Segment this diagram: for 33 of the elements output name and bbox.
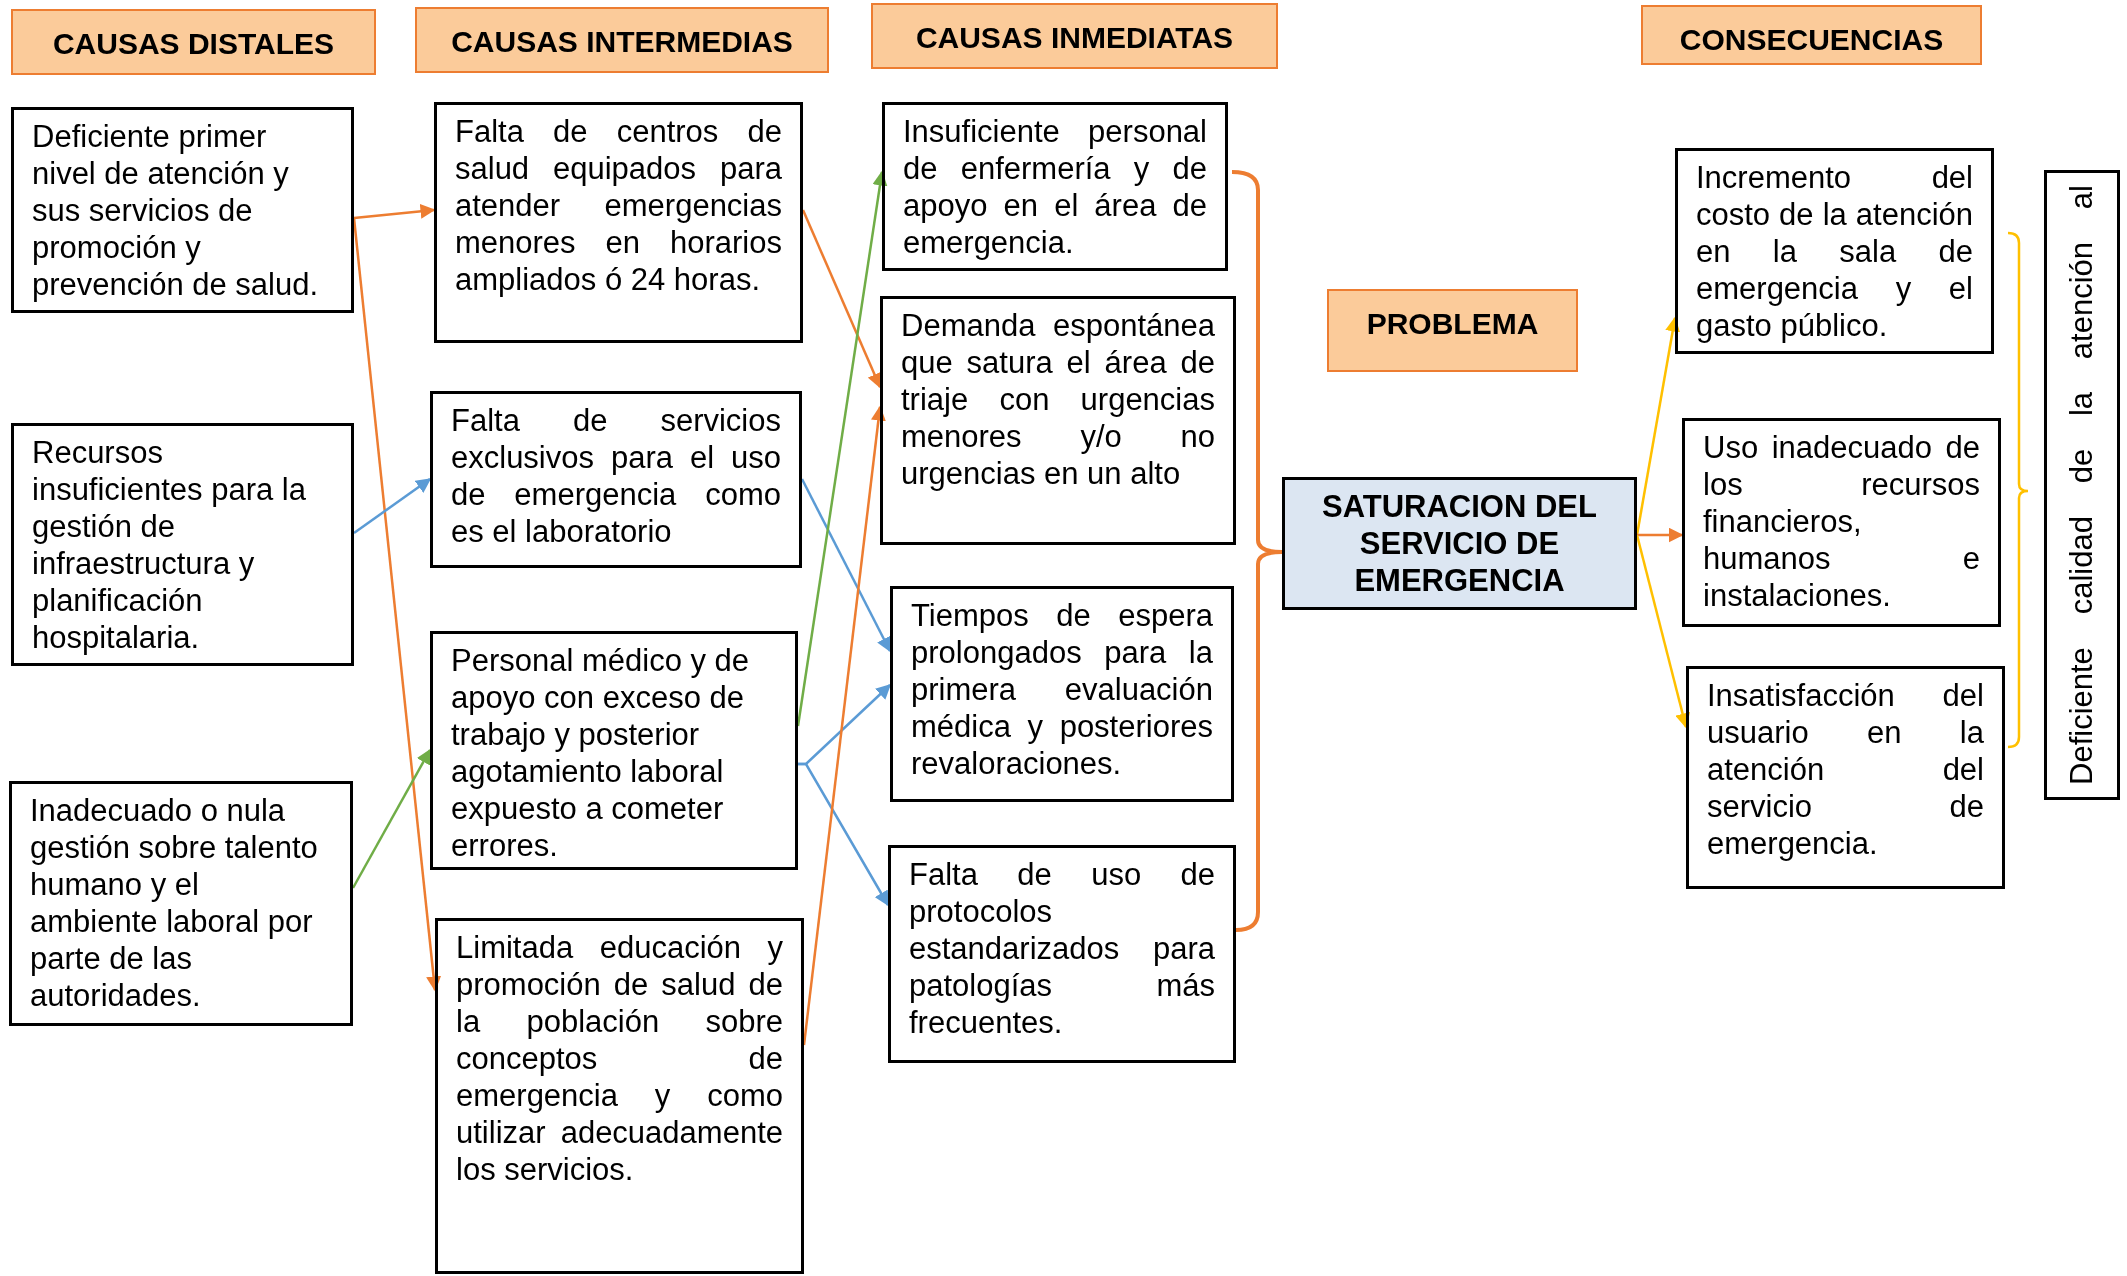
- text-box: Deficiente calidad de la atención al: [2044, 170, 2120, 800]
- text-box: Falta de centros de salud equipados para atender emergencias menores en horarios ampliados ó 24 horas.: [434, 102, 803, 343]
- problem-box: SATURACION DEL SERVICIO DE EMERGENCIA: [1282, 477, 1637, 610]
- header-box: CAUSAS DISTALES: [11, 9, 376, 75]
- arrow: [798, 762, 890, 907]
- text-box: Incremento del costo de la atención en la sala de emergencia y el gasto público.: [1675, 148, 1994, 354]
- text-box: Tiempos de espera prolongados para la primera evaluación médica y posteriores revaloraciones.: [890, 586, 1234, 802]
- text-box: Limitada educación y promoción de salud de la población sobre conceptos de emergencia y como utilizar adecuadamente los servicios.: [435, 918, 804, 1274]
- text-box: Falta de uso de protocolos estandarizados para patologías más frecuentes.: [888, 845, 1236, 1063]
- arrow: [801, 209, 882, 389]
- arrow: [352, 217, 442, 992]
- arrow: [1635, 316, 1681, 536]
- arrow: [351, 748, 432, 889]
- header-box: CAUSAS INMEDIATAS: [871, 3, 1278, 69]
- text-box: Personal médico y de apoyo con exceso de trabajo y posterior agotamiento laboral expuesto a cometer errores.: [430, 631, 798, 870]
- text-box: Demanda espontánea que satura el área de triaje con urgencias menores y/o no urgencias en un alto: [880, 296, 1236, 545]
- text-box: Insuficiente personal de enfermería y de apoyo en el área de emergencia.: [882, 102, 1228, 271]
- header-box: CAUSAS INTERMEDIAS: [415, 7, 829, 73]
- text-box: Recursos insuficientes para la gestión de infraestructura y planificación hospitalaria.: [11, 423, 354, 666]
- header-box: PROBLEMA: [1327, 289, 1578, 372]
- arrow: [353, 203, 436, 220]
- arrow: [1637, 527, 1684, 543]
- text-box: Deficiente primer nivel de atención y sus servicios de promoción y prevención de salud.: [11, 107, 354, 313]
- arrow: [353, 478, 432, 534]
- text-box: Inadecuado o nula gestión sobre talento humano y el ambiente laboral por parte de las autoridades.: [9, 781, 353, 1026]
- arrow: [1635, 534, 1690, 729]
- arrow: [796, 170, 888, 727]
- text-box: Uso inadecuado de los recursos financieros, humanos e instalaciones.: [1682, 418, 2001, 627]
- header-box: CONSECUENCIAS: [1641, 5, 1982, 65]
- text-box: Insatisfacción del usuario en la atención del servicio de emergencia.: [1686, 666, 2005, 889]
- text-box: Falta de servicios exclusivos para el uso de emergencia como es el laboratorio: [430, 391, 802, 568]
- arrow: [802, 405, 886, 1046]
- arrow: [800, 478, 892, 653]
